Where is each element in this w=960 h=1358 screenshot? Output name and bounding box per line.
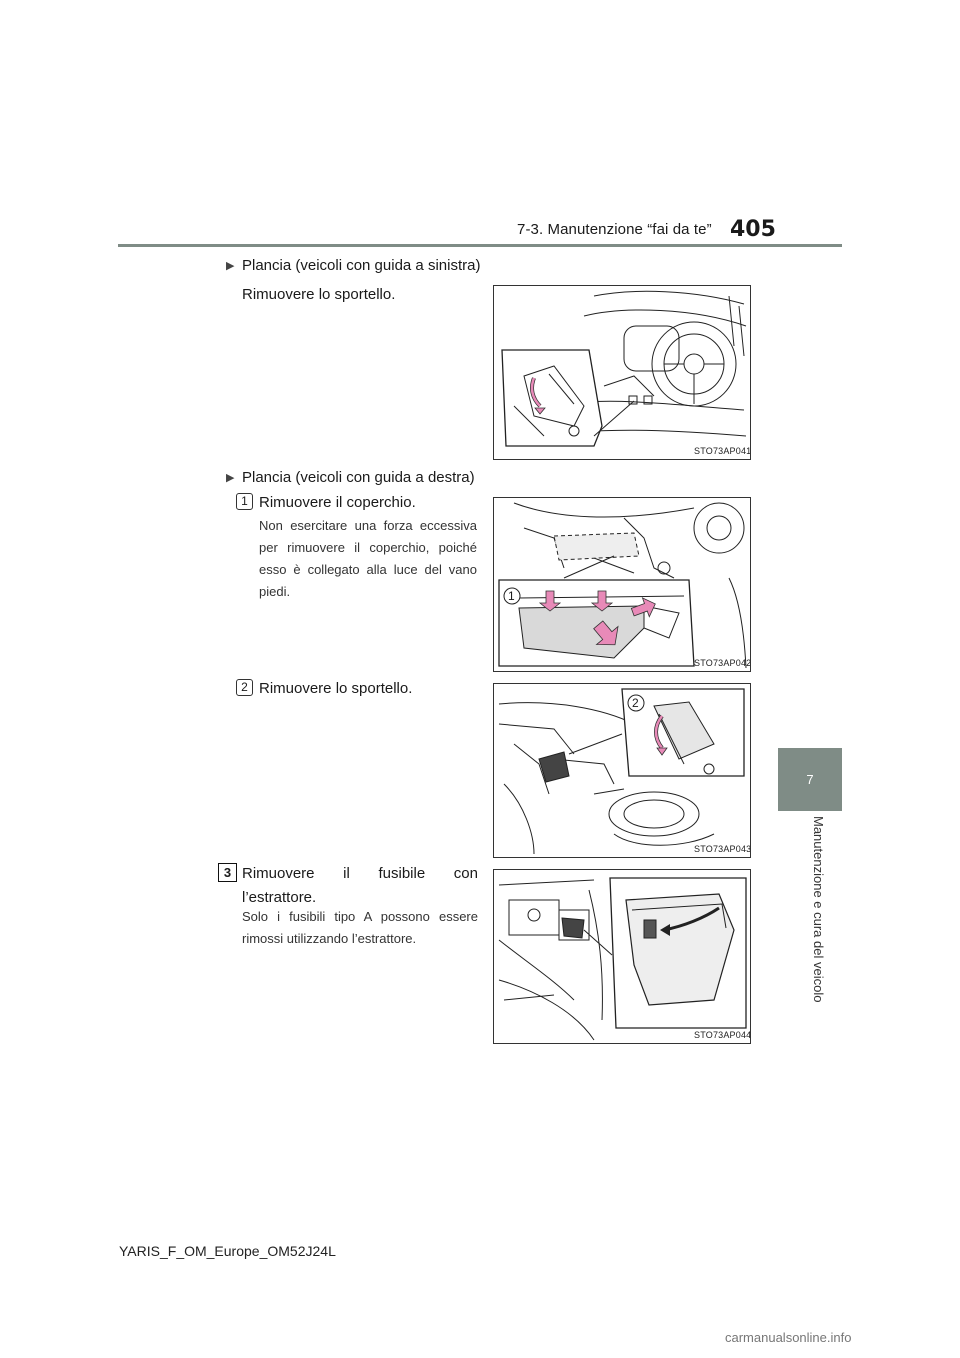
document-id: YARIS_F_OM_Europe_OM52J24L xyxy=(119,1243,336,1259)
figure-code: STO73AP041 xyxy=(694,446,751,456)
figure-code: STO73AP044 xyxy=(694,1030,751,1040)
section-title: 7-3. Manutenzione “fai da te” xyxy=(517,221,712,238)
figure-rhd-cover: 1 STO73AP042 xyxy=(493,497,751,672)
step3-note: Solo i fusibili tipo A possono essere ri… xyxy=(242,909,478,946)
figure-rhd-door: 2 STO73AP043 xyxy=(493,683,751,858)
triangle-bullet-icon: ▶ xyxy=(226,472,235,484)
triangle-bullet-icon: ▶ xyxy=(226,260,235,272)
figure-lhd-dashboard: STO73AP041 xyxy=(493,285,751,460)
figure-code: STO73AP042 xyxy=(694,658,751,668)
lhd-heading: Plancia (veicoli con guida a sinistra) xyxy=(242,257,481,274)
page-number: 405 xyxy=(730,217,776,242)
step3-text-content: Rimuovere il fusibile con l’estrattore. xyxy=(242,865,478,906)
chapter-tab: 7 xyxy=(778,748,842,811)
figure-code: STO73AP043 xyxy=(694,844,751,854)
step-number-badge: 1 xyxy=(236,493,253,510)
header-rule xyxy=(118,244,842,247)
rhd-step2-text: Rimuovere lo sportello. xyxy=(259,680,413,697)
figure-callout-number: 2 xyxy=(632,696,639,710)
fuse-puller-illustration xyxy=(498,877,747,1041)
figure-fuse-puller: STO73AP044 xyxy=(493,869,751,1044)
rhd-step1-note: Non esercitare una forza eccessiva per r… xyxy=(259,518,477,599)
figure-callout-number: 1 xyxy=(508,589,515,603)
rhd-door-illustration xyxy=(498,688,745,855)
chapter-number: 7 xyxy=(806,772,814,787)
rhd-step1-text: Rimuovere il coperchio. xyxy=(259,494,416,511)
rhd-cover-illustration xyxy=(498,502,747,669)
step-number-box: 3 xyxy=(218,863,237,882)
step3-text: Rimuovere il fusibile con l’estrattore. xyxy=(242,862,478,910)
lhd-step-text: Rimuovere lo sportello. xyxy=(242,286,396,303)
chapter-title: Manutenzione e cura del veicolo xyxy=(811,816,826,1003)
lhd-dashboard-illustration xyxy=(501,290,747,447)
rhd-heading: Plancia (veicoli con guida a destra) xyxy=(242,469,475,486)
site-logo: carmanualsonline.info xyxy=(725,1330,852,1345)
step-number-badge: 2 xyxy=(236,679,253,696)
